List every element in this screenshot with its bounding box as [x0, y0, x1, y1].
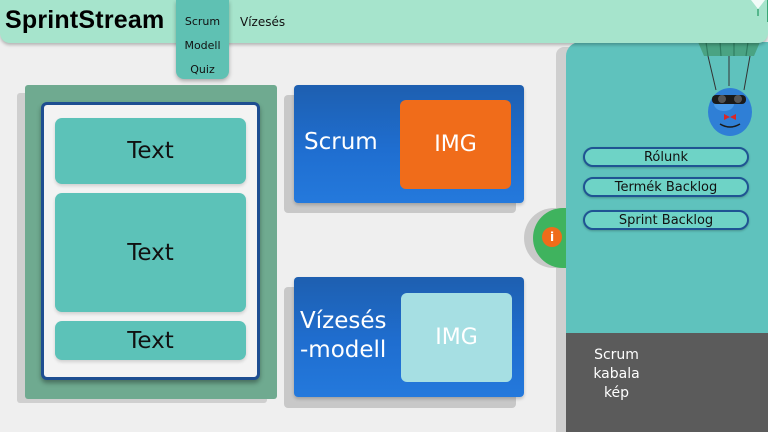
rolunk-button[interactable]: Rólunk [583, 147, 749, 167]
balloon-icon [751, 0, 768, 22]
vizeses-modell-card[interactable]: Vízesés -modell IMG [294, 277, 524, 397]
vizeses-title-line1: Vízesés [300, 308, 387, 334]
scrum-card-title: Scrum [304, 129, 378, 155]
nav-dropdown-scrum: Scrum Modell Quiz [176, 0, 229, 79]
mascot-caption-line2: kabala [593, 366, 640, 382]
text-box-middle: Text [55, 193, 246, 312]
right-sidebar: Rólunk Termék Backlog Sprint Backlog Scr… [566, 42, 768, 432]
nav-link-scrum[interactable]: Scrum [184, 15, 221, 28]
vizeses-card-title: Vízesés -modell [300, 307, 386, 365]
mascot-caption-line3: kép [603, 385, 630, 401]
mascot-caption: Scrum kabala kép [584, 346, 649, 403]
text-box-top: Text [55, 118, 246, 184]
termek-backlog-button[interactable]: Termék Backlog [583, 177, 749, 197]
scrum-image-placeholder: IMG [400, 100, 511, 189]
mascot-image-area [566, 333, 768, 432]
top-navbar: SprintStream Vízesés [0, 0, 768, 43]
nav-link-modell[interactable]: Modell [184, 39, 221, 52]
nav-link-vizeses[interactable]: Vízesés [240, 15, 286, 29]
vizeses-image-placeholder: IMG [401, 293, 512, 382]
vizeses-title-line2: -modell [300, 336, 387, 363]
nav-link-quiz[interactable]: Quiz [190, 63, 215, 76]
info-icon[interactable]: i [542, 227, 562, 247]
mascot-parachute-icon [698, 42, 760, 136]
sprint-backlog-button[interactable]: Sprint Backlog [583, 210, 749, 230]
mascot-caption-line1: Scrum [594, 347, 639, 363]
text-box-bottom: Text [55, 321, 246, 360]
brand-logo-text[interactable]: SprintStream [5, 6, 165, 34]
scrum-card[interactable]: Scrum IMG [294, 85, 524, 203]
